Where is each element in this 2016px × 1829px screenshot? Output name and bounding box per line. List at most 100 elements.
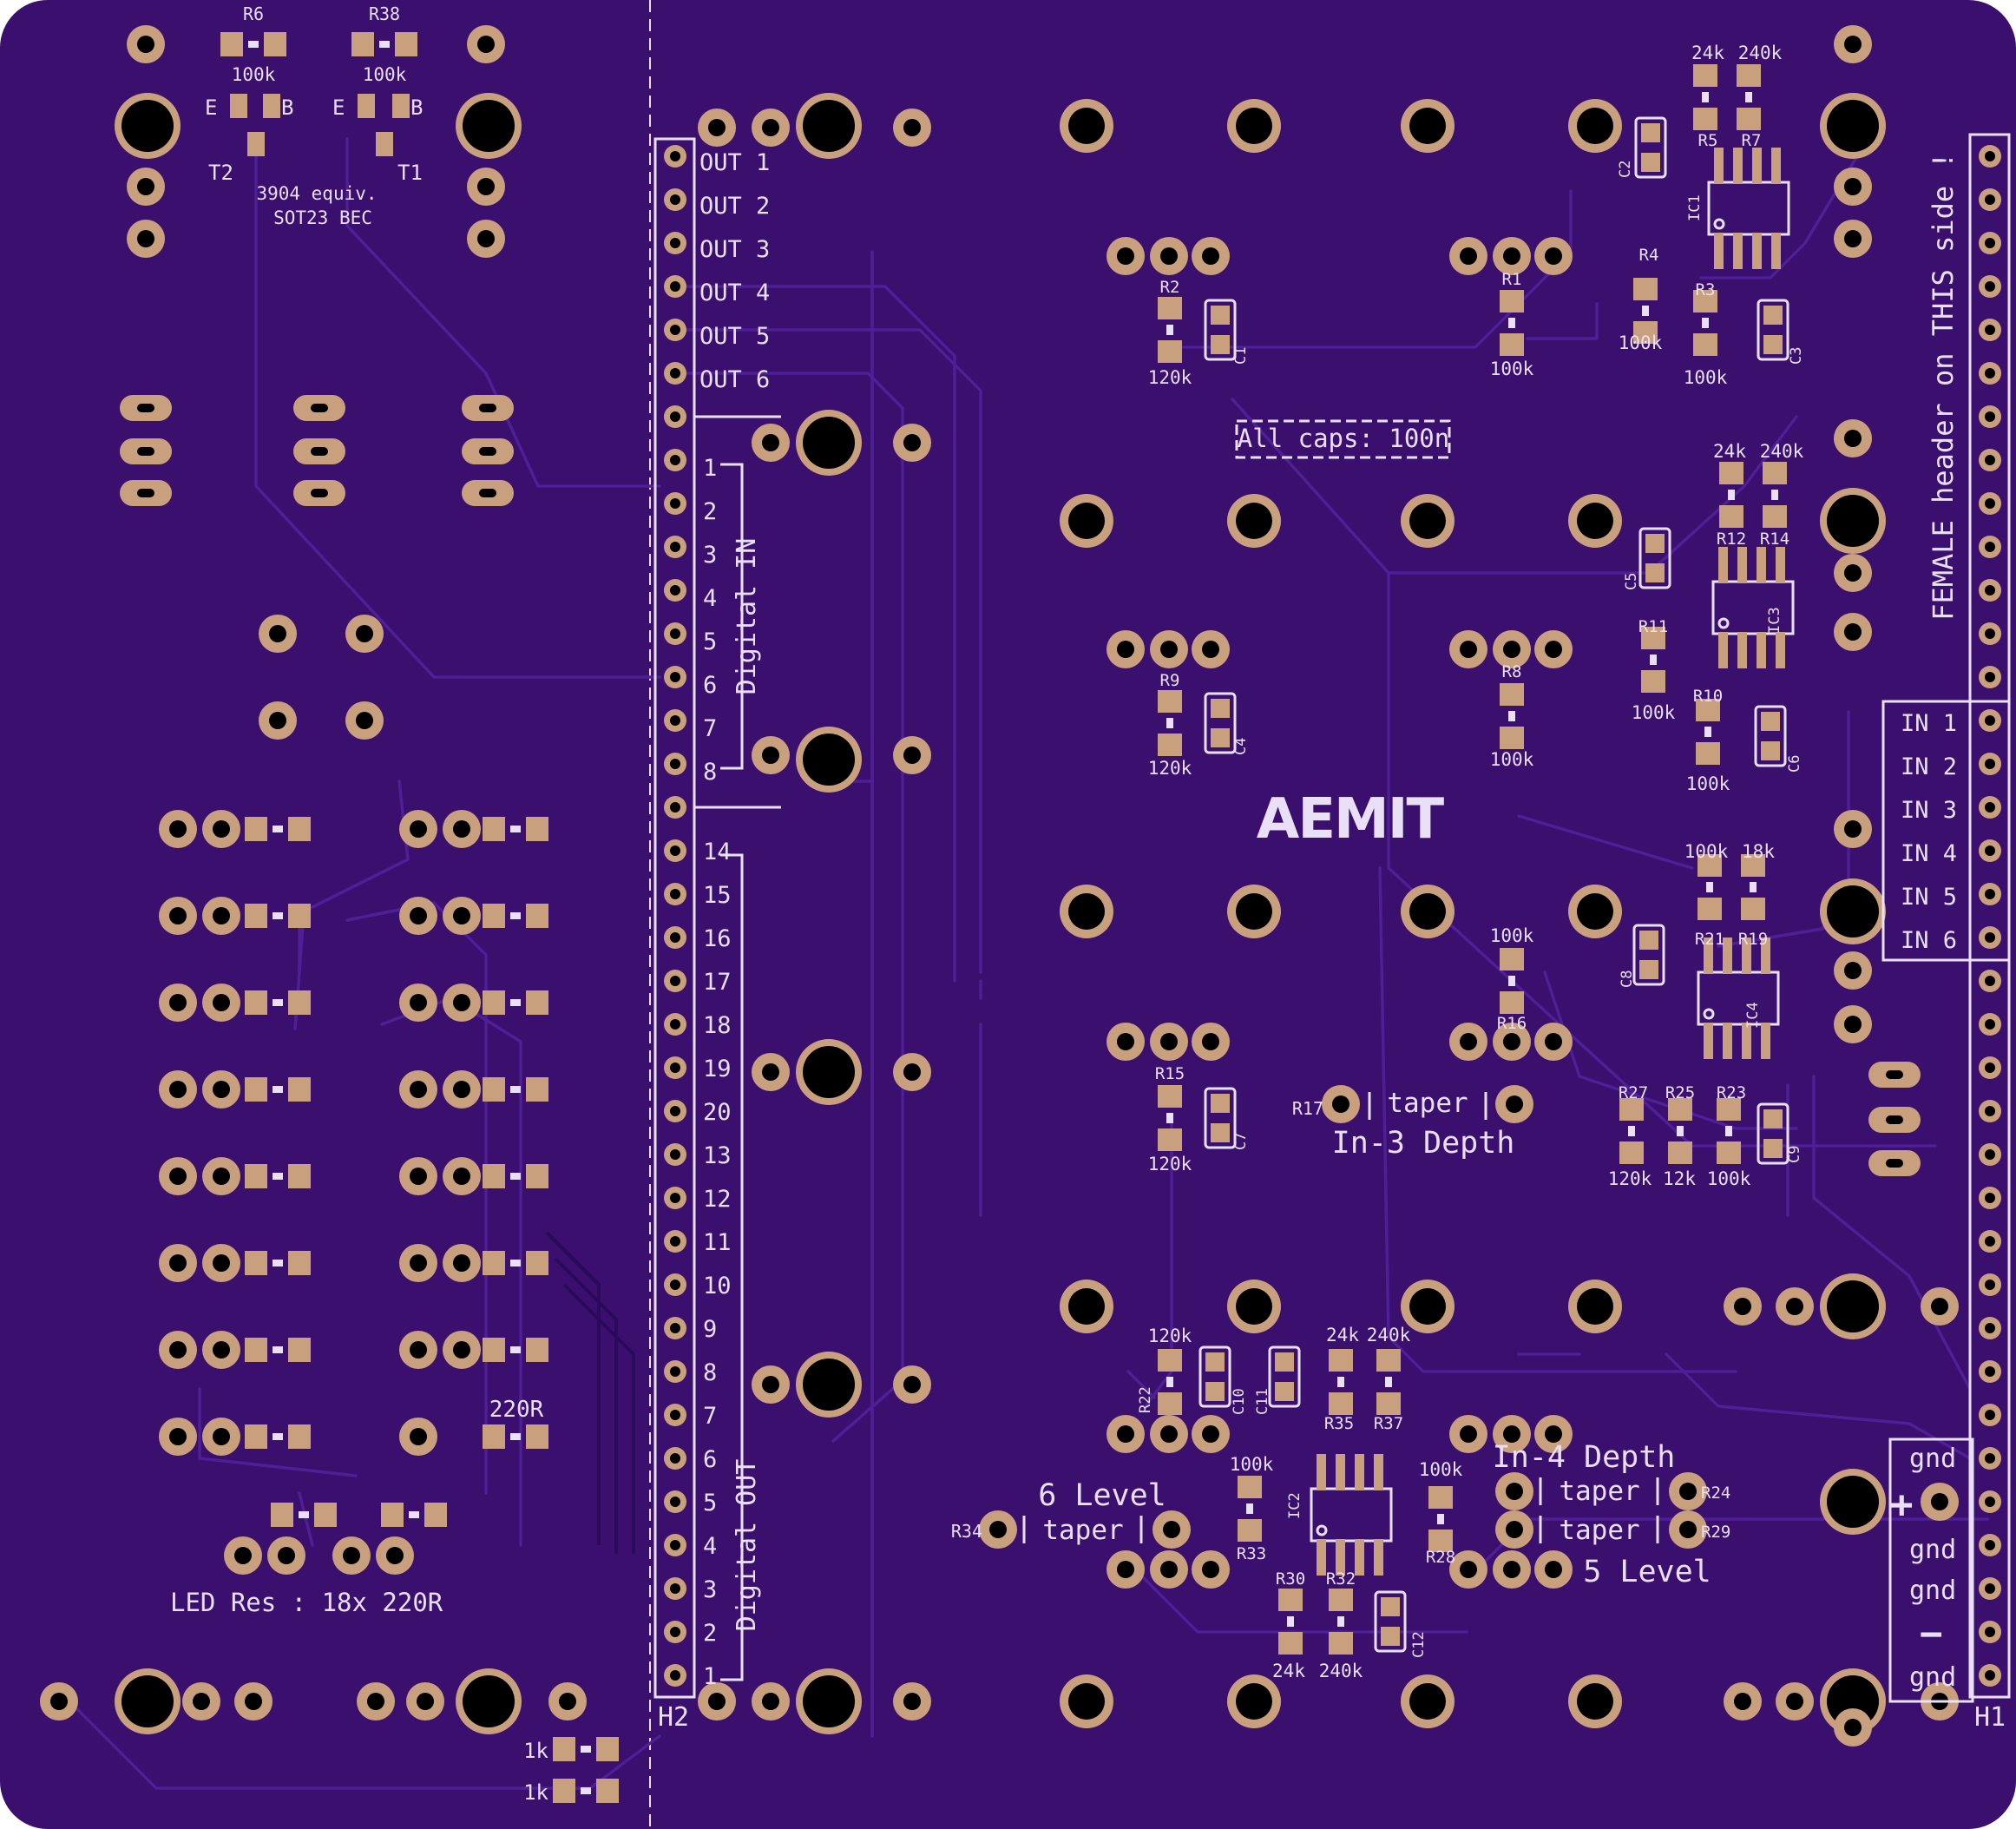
label-r27-value: 120k [1608,1168,1652,1189]
title-digital-out: Digital OUT [732,1459,762,1632]
header-pin [1979,275,2001,298]
label-1k-a: 1k [523,1739,548,1763]
header-pin [1979,753,2001,775]
label-in3-depth: In-3 Depth [1332,1126,1515,1161]
header-pin [1979,1230,2001,1253]
label-in-6: IN 6 [1901,927,1957,954]
header-pin [664,1534,686,1556]
label-out-4: OUT 4 [699,280,770,306]
header-pin [664,319,686,341]
header-pin [1979,405,2001,428]
digital-in-pin-label: 2 [703,498,717,525]
label-r38-value: 100k [363,64,407,85]
header-pin [664,1404,686,1426]
digital-in-pin-label: 1 [703,455,717,482]
digital-in-pin-label: 3 [703,542,717,569]
label-taper-r24: taper [1559,1476,1639,1507]
header-pin [664,579,686,602]
label-level-5: 5 Level [1583,1555,1711,1589]
label-in-2: IN 2 [1901,753,1957,780]
header-pin [664,1273,686,1296]
header-pin [664,1056,686,1079]
label-in-5: IN 5 [1901,884,1957,911]
header-pin [1979,1447,2001,1470]
label-r15: R15 [1155,1064,1185,1083]
label-level-6: 6 Level [1038,1478,1166,1513]
header-pin [1979,1273,2001,1296]
label-taper-r29: taper [1559,1515,1639,1546]
label-c6: C6 [1786,755,1803,773]
digital-out-pin-label: 15 [703,882,732,909]
header-pin [1979,1013,2001,1036]
header-pin [664,405,686,428]
label-r25-value: 12k [1663,1168,1696,1189]
label-gnd-3: gnd [1909,1576,1956,1606]
digital-out-pin-label: 7 [703,1403,717,1430]
label-r30-value: 24k [1272,1661,1305,1681]
label-r2: R2 [1160,278,1180,297]
label-r29: R29 [1701,1523,1730,1542]
digital-out-pin-label: 10 [703,1273,732,1299]
digital-out-pin-label: 12 [703,1186,732,1213]
header-pin [1979,622,2001,645]
label-r37: R37 [1374,1414,1403,1433]
title-digital-in: Digital IN [732,538,762,695]
digital-out-pin-label: 6 [703,1446,717,1473]
header-pin [1979,1621,2001,1643]
header-pin [664,1143,686,1166]
label-220r: 220R [489,1397,544,1423]
digital-in-pin-label: 5 [703,628,717,655]
header-pin [664,449,686,471]
label-r38: R38 [369,3,400,24]
label-t2-b: B [281,95,293,120]
label-gnd-4: gnd [1909,1662,1956,1693]
aemit-logo: AEMIT [1257,787,1445,852]
label-r5-value: 24k [1691,43,1724,63]
header-pin [664,1490,686,1513]
label-r15-value: 120k [1148,1154,1192,1174]
channel-circuits: R2 120k C1 R1 100k R4 100k R3 100k C2 C3… [1137,43,1805,1681]
label-r10-value: 100k [1686,773,1730,794]
label-r21: R21 [1695,930,1724,949]
label-r11: R11 [1638,617,1668,636]
label-r7: R7 [1742,131,1762,150]
label-c2: C2 [1617,161,1634,178]
label-c4: C4 [1232,738,1250,755]
digital-out-pin-label: 20 [703,1099,732,1126]
label-r32: R32 [1326,1569,1356,1589]
header-pin [1979,145,2001,168]
header-pin [1979,709,2001,732]
label-r9: R9 [1160,671,1180,690]
note-led-res: LED Res : 18x 220R [170,1588,443,1617]
label-r12: R12 [1717,530,1746,549]
digital-out-pin-label: 5 [703,1490,717,1516]
header-pin [1979,1577,2001,1600]
label-c10: C10 [1231,1388,1248,1415]
label-taper-in3: taper [1387,1088,1468,1119]
label-r22-value: 120k [1148,1326,1192,1346]
label-r28-value: 100k [1419,1459,1463,1480]
header-pin [1979,1100,2001,1122]
header-pin [1979,839,2001,862]
label-r6-value: 100k [232,64,276,85]
header-pin [664,1013,686,1036]
header-pin [664,796,686,819]
label-r35-value: 24k [1326,1325,1359,1345]
label-r16: R16 [1497,1014,1527,1033]
digital-out-pin-label: 16 [703,925,732,952]
header-pin [1979,1317,2001,1339]
label-r32-value: 240k [1319,1661,1363,1681]
label-ic4: IC4 [1744,1002,1762,1029]
header-pin [1979,449,2001,471]
label-out-3: OUT 3 [699,236,770,263]
header-pin [1979,492,2001,515]
label-ic1: IC1 [1686,194,1704,221]
label-t1: T1 [397,161,423,185]
label-t1-e: E [332,95,345,120]
label-c8: C8 [1619,970,1636,988]
header-pin [1979,1360,2001,1383]
label-out-6: OUT 6 [699,366,770,393]
label-c1: C1 [1232,347,1250,365]
label-r1-value: 100k [1490,359,1534,379]
